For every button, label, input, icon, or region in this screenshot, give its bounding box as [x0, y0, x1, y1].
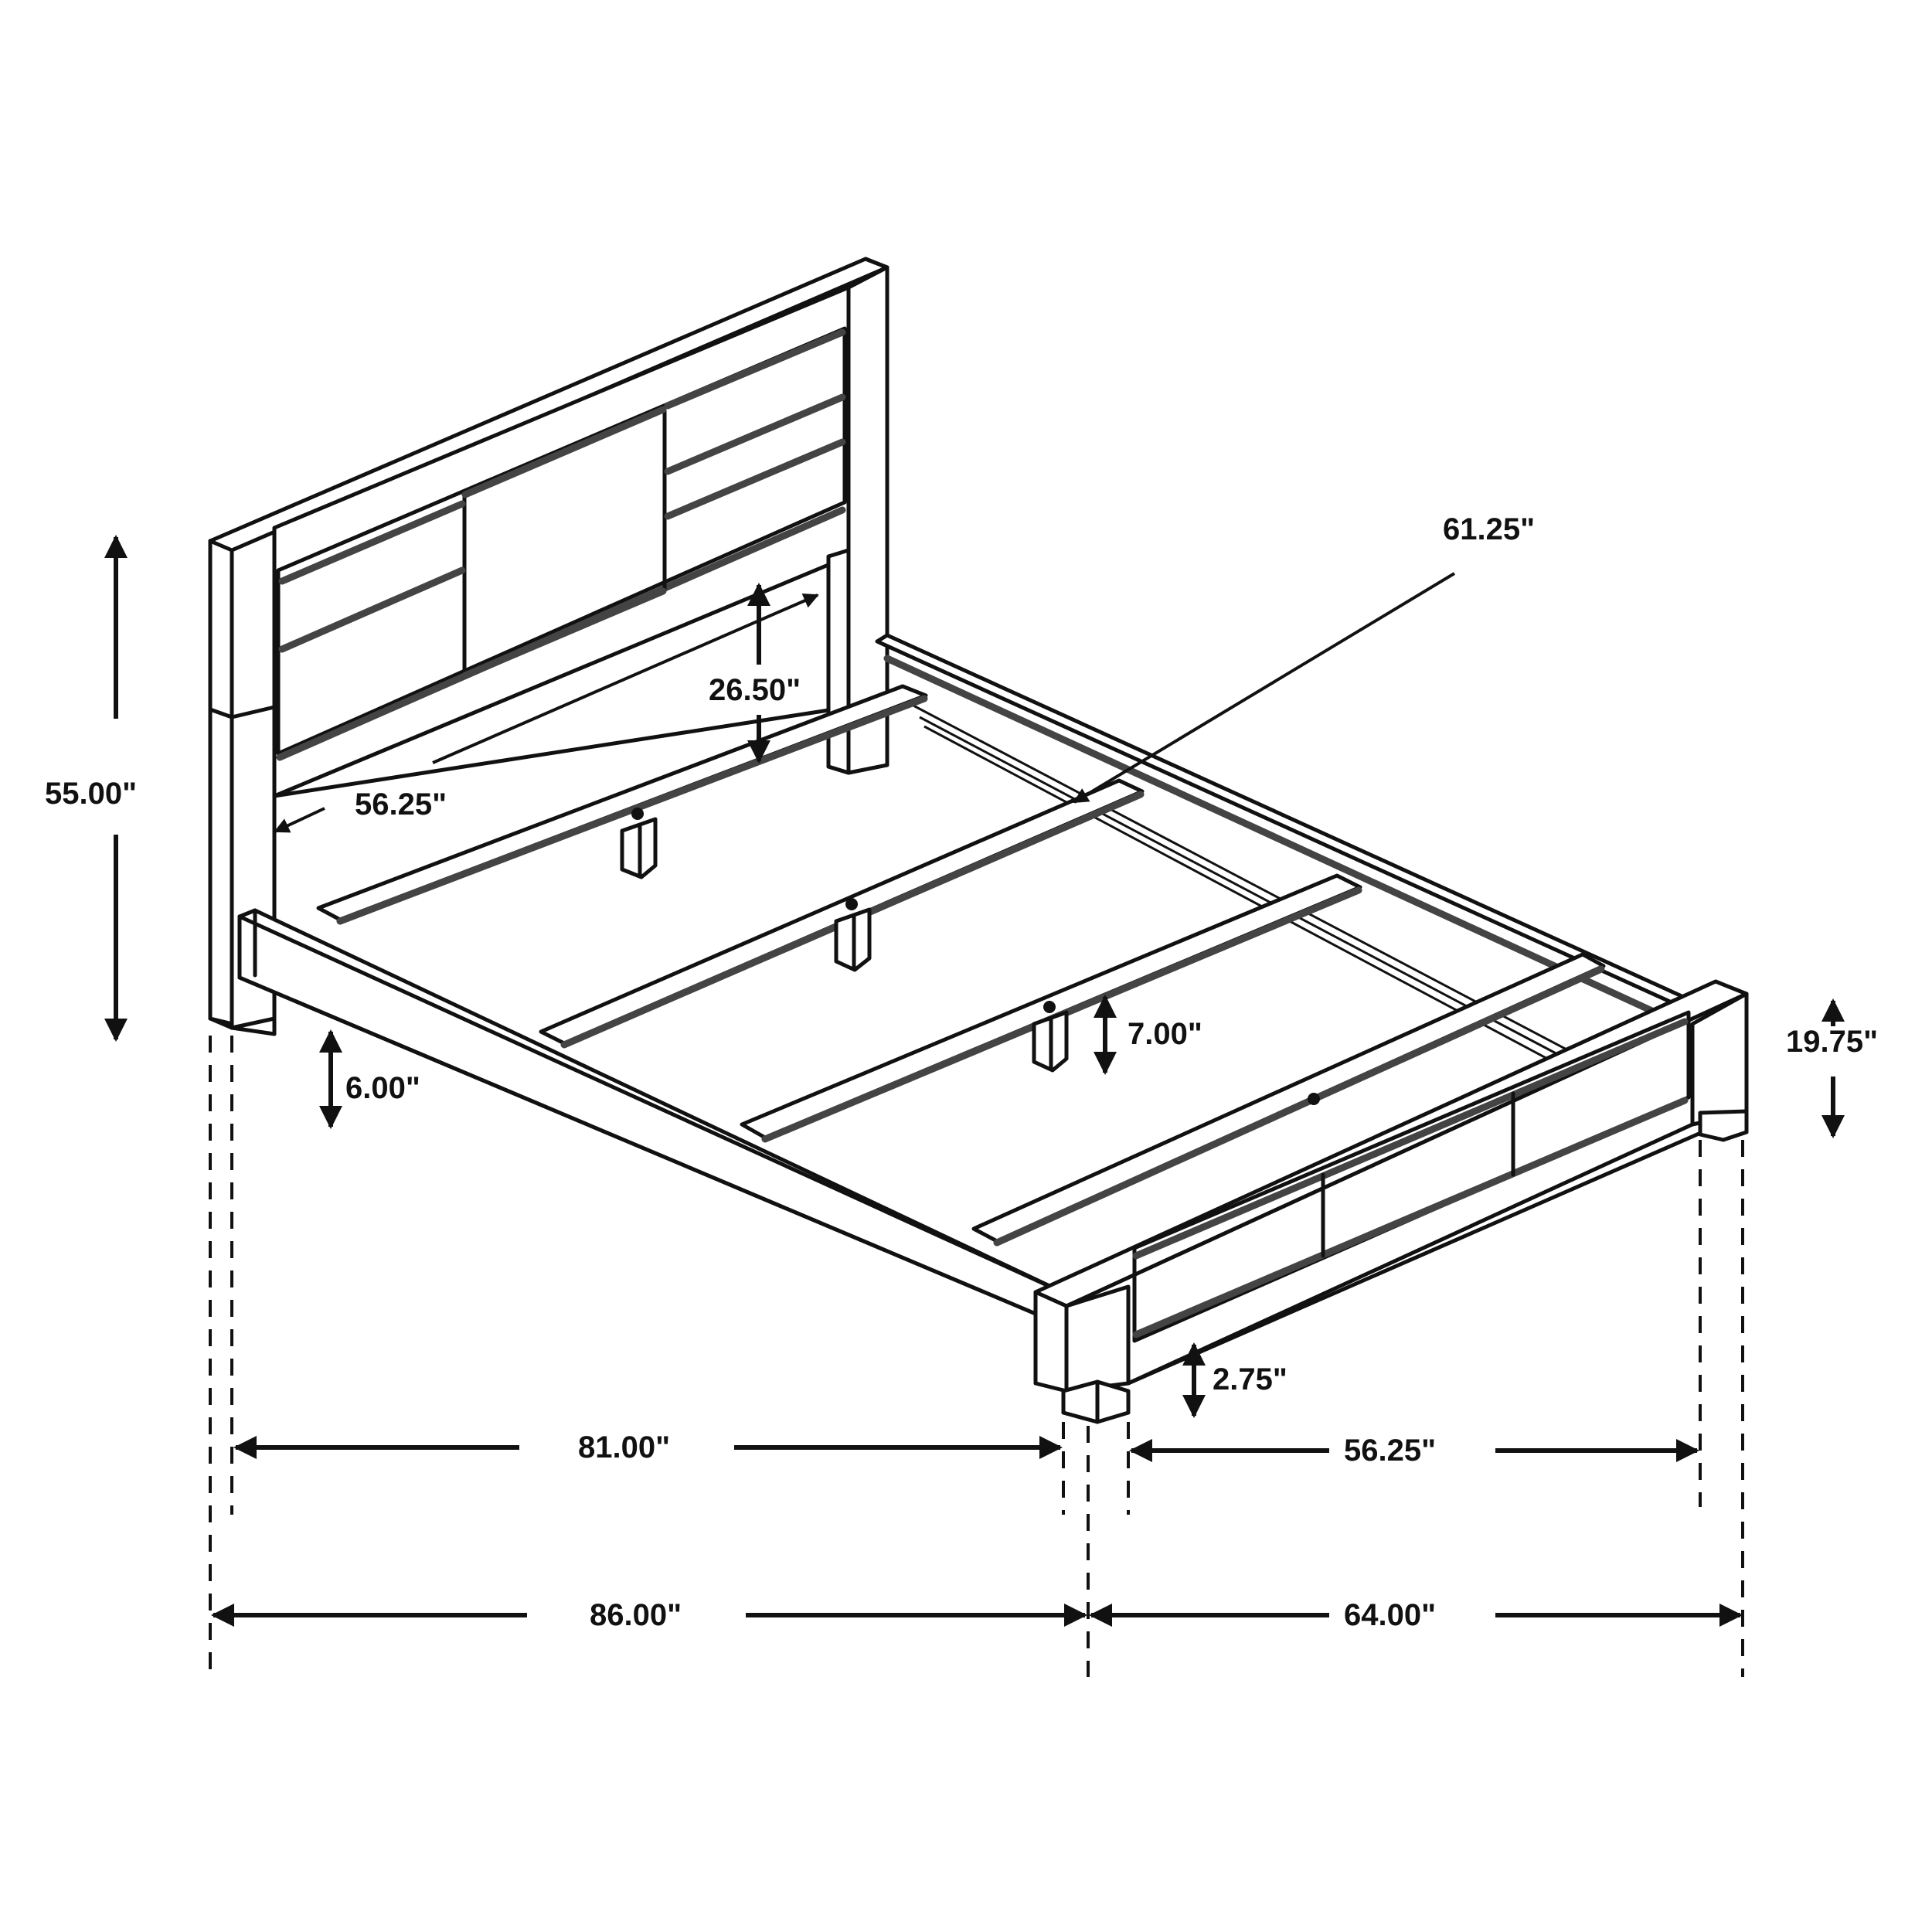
support-leg-3	[1032, 1001, 1069, 1073]
label-headboard-height: 55.00"	[40, 778, 142, 809]
label-headboard-panel-height: 26.50"	[704, 675, 806, 706]
extension-lines	[209, 1036, 1744, 1677]
label-footboard-clearance: 2.75"	[1213, 1362, 1287, 1396]
slats	[316, 684, 1606, 1247]
footboard	[1033, 979, 1749, 1424]
slat-4	[971, 952, 1606, 1243]
bolt-dot	[1308, 1093, 1320, 1105]
label-slat-support-drop: 7.00"	[1128, 1017, 1202, 1051]
label-overall-length: 86.00"	[585, 1600, 687, 1631]
label-diagonal-interior: 61.25"	[1438, 514, 1540, 545]
label-interior-length: 81.00"	[573, 1432, 675, 1463]
label-side-rail-clearance: 6.00"	[345, 1071, 420, 1105]
footboard-right-foot	[1698, 1109, 1749, 1142]
dimension-arrows	[104, 535, 1845, 1627]
label-interior-width: 56.25"	[1339, 1435, 1441, 1466]
label-headboard-panel-width: 56.25"	[355, 787, 447, 821]
label-overall-width: 64.00"	[1339, 1600, 1441, 1631]
support-leg-2	[834, 898, 872, 972]
label-footboard-height: 19.75"	[1781, 1026, 1883, 1057]
headboard	[208, 257, 889, 1036]
support-leg-1	[620, 808, 658, 879]
near-side-rail	[237, 908, 1078, 1333]
